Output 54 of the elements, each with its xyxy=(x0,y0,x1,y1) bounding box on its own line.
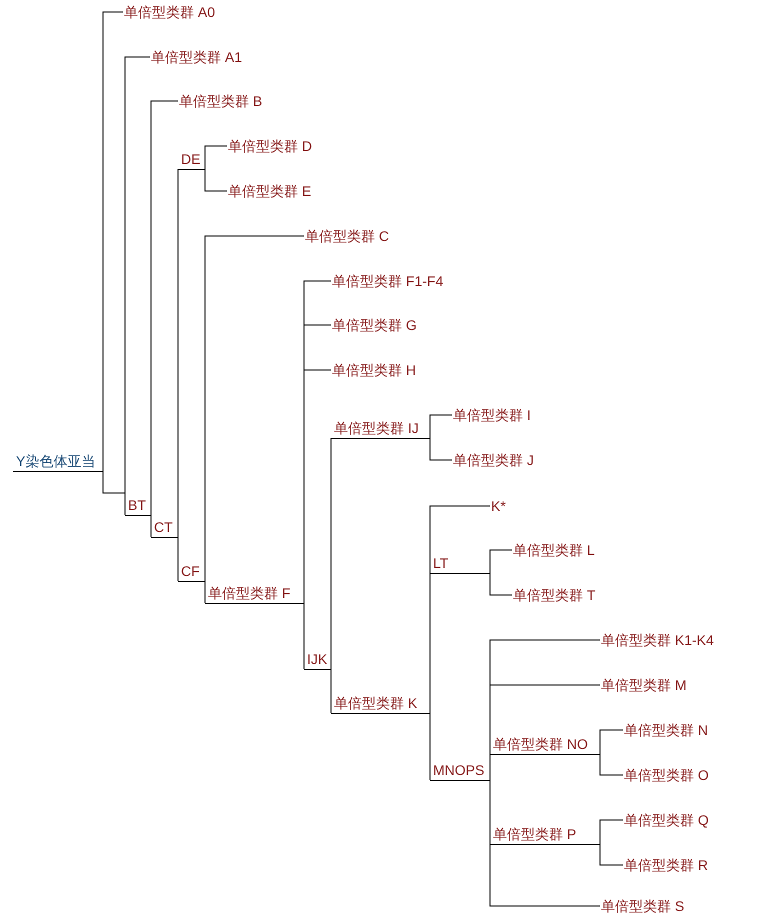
haplogroup-label: K* xyxy=(490,497,506,515)
haplogroup-label: 单倍型类群 O xyxy=(623,766,709,784)
clade-label: 单倍型类群 F xyxy=(205,584,304,604)
tree-branch-line xyxy=(102,12,124,472)
haplogroup-label: 单倍型类群 A1 xyxy=(150,48,242,66)
tree-branch-line xyxy=(430,438,452,460)
haplogroup-label: 单倍型类群 M xyxy=(600,676,687,694)
haplogroup-label: 单倍型类群 F1-F4 xyxy=(331,272,444,290)
haplogroup-label: 单倍型类群 N xyxy=(623,721,708,739)
tree-branch-line xyxy=(150,100,178,516)
haplogroup-label: 单倍型类群 T xyxy=(512,586,596,604)
haplogroup-label: 单倍型类群 Q xyxy=(623,811,709,829)
clade-label: CF xyxy=(178,562,205,582)
clade-label: 单倍型类群 NO xyxy=(490,735,600,755)
tree-branch-line xyxy=(204,146,228,170)
haplogroup-label: 单倍型类群 C xyxy=(304,227,389,245)
tree-branch-line xyxy=(600,730,624,754)
haplogroup-label: 单倍型类群 E xyxy=(227,182,312,200)
haplogroup-label: 单倍型类群 L xyxy=(512,541,595,559)
clade-label: 单倍型类群 K xyxy=(331,694,430,714)
tree-branch-line xyxy=(204,236,304,582)
haplogroup-label: 单倍型类群 D xyxy=(227,137,312,155)
clade-label: BT xyxy=(125,496,151,516)
haplogroup-label: 单倍型类群 G xyxy=(331,316,417,334)
haplogroup-label: 单倍型类群 B xyxy=(178,92,262,110)
tree-branch-line xyxy=(490,572,512,596)
clade-label: 单倍型类群 IJ xyxy=(331,419,430,439)
tree-branch-line xyxy=(600,820,624,844)
tree-branch-line xyxy=(430,414,452,438)
tree-branch-line xyxy=(204,168,228,192)
haplogroup-label: 单倍型类群 K1-K4 xyxy=(600,631,714,649)
tree-branch-line xyxy=(304,370,332,604)
tree-branch-line xyxy=(330,438,332,670)
tree-branch-line xyxy=(600,754,624,776)
clade-label: IJK xyxy=(304,650,331,670)
clade-label: 单倍型类群 P xyxy=(490,825,600,845)
clade-label: CT xyxy=(151,518,178,538)
clade-label: MNOPS xyxy=(430,761,490,781)
tree-branch-line xyxy=(102,470,126,516)
tree-branch-line xyxy=(600,844,624,866)
tree-branch-line xyxy=(490,550,512,574)
tree-branch-line xyxy=(490,780,600,906)
haplogroup-label: 单倍型类群 J xyxy=(452,451,534,469)
tree-branch-line xyxy=(330,668,332,714)
tree-branch-line xyxy=(204,580,206,604)
root-label: Y染色体亚当 xyxy=(13,452,103,472)
haplogroup-label: 单倍型类群 A0 xyxy=(123,3,216,21)
haplogroup-label: 单倍型类群 R xyxy=(623,856,708,874)
clade-label: DE xyxy=(178,150,205,170)
haplogroup-label: 单倍型类群 I xyxy=(452,406,531,424)
tree-branch-line xyxy=(150,514,152,538)
haplogroup-label: 单倍型类群 S xyxy=(600,897,684,915)
haplogroup-label: 单倍型类群 H xyxy=(331,361,416,379)
clade-label: LT xyxy=(430,554,490,574)
